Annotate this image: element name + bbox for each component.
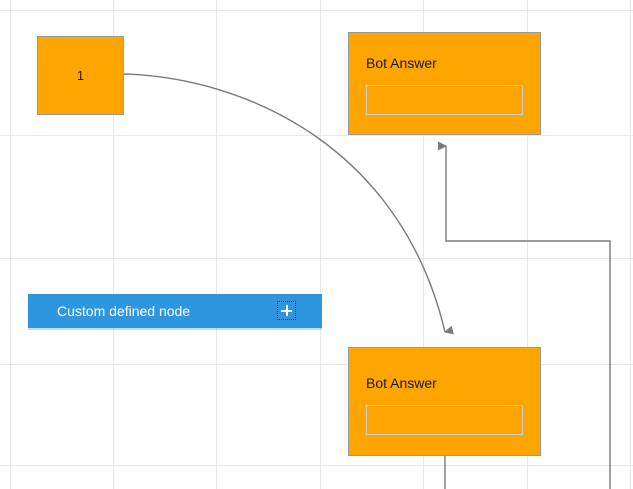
node-bot-answer-top[interactable]: Bot Answer bbox=[348, 32, 541, 135]
node-bot-answer-bottom-slot[interactable] bbox=[366, 405, 523, 435]
node-bot-answer-bottom[interactable]: Bot Answer bbox=[348, 347, 541, 456]
node-1[interactable]: 1 bbox=[37, 36, 124, 115]
node-bot-answer-top-title: Bot Answer bbox=[366, 55, 437, 71]
custom-defined-node-label: Custom defined node bbox=[57, 303, 191, 319]
connector-orthogonal-loop-to-top-card[interactable] bbox=[438, 141, 611, 489]
node-bot-answer-bottom-title: Bot Answer bbox=[366, 375, 437, 391]
connector-curved-node1-to-bottom-card[interactable] bbox=[123, 73, 454, 335]
node-bot-answer-top-slot[interactable] bbox=[366, 85, 523, 115]
node-1-label: 1 bbox=[76, 68, 85, 83]
plus-icon[interactable] bbox=[277, 301, 296, 320]
plus-icon-vertical-bar bbox=[285, 305, 288, 316]
custom-defined-node-bar[interactable]: Custom defined node bbox=[28, 294, 322, 328]
